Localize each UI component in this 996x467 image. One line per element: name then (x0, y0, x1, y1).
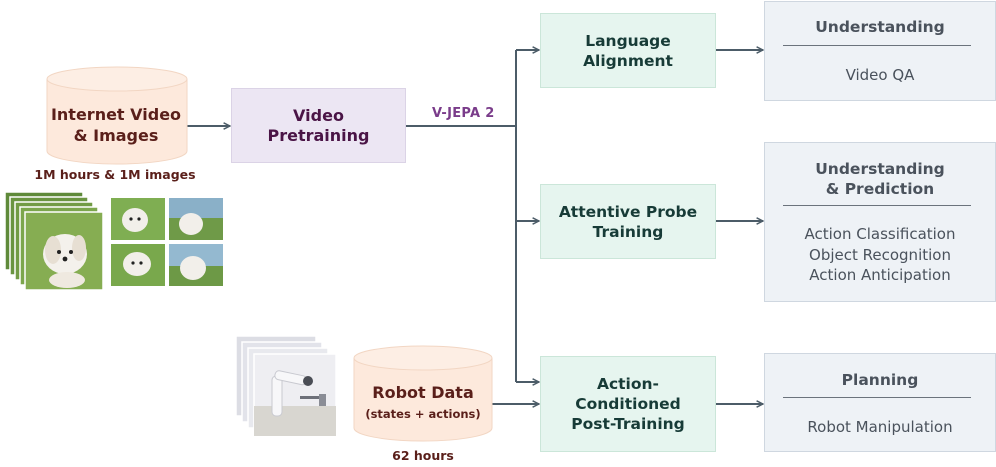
language-alignment-box: Language Alignment (540, 13, 716, 88)
understanding-prediction-box: Understanding & Prediction Action Classi… (764, 142, 996, 302)
robot-data-caption: 62 hours (392, 448, 454, 463)
robot-data-sublabel: (states + actions) (365, 407, 481, 421)
image-grid (111, 198, 223, 286)
internet-data-label: Internet Video & Images (50, 105, 182, 145)
planning-items: Robot Manipulation (765, 417, 995, 438)
planning-box: Planning Robot Manipulation (764, 353, 996, 452)
outcome-item: Object Recognition (809, 245, 951, 264)
understanding-prediction-title: Understanding & Prediction (815, 160, 945, 198)
understanding-title: Understanding (815, 18, 945, 36)
outcome-item: Action Classification (804, 225, 956, 243)
vjepa2-label: V-JEPA 2 (432, 106, 495, 121)
outcome-item: Robot Manipulation (807, 418, 953, 436)
understanding-divider (783, 45, 971, 46)
planning-divider (783, 397, 971, 398)
robot-data-label: Robot Data (372, 383, 474, 402)
internet-data-caption: 1M hours & 1M images (34, 167, 196, 182)
understanding-prediction-divider (783, 205, 971, 206)
understanding-items: Video QA (765, 65, 995, 86)
attentive-probe-training-box: Attentive Probe Training (540, 184, 716, 259)
frame-stack (5, 192, 104, 291)
robot-frames-illustration (236, 336, 337, 437)
understanding-prediction-items: Action Classification Object Recognition… (765, 224, 995, 286)
action-conditioned-post-training-box: Action- Conditioned Post-Training (540, 356, 716, 452)
understanding-box: Understanding Video QA (764, 1, 996, 101)
robot-data-cylinder (353, 345, 493, 442)
outcome-item: Video QA (845, 66, 915, 84)
planning-title: Planning (841, 371, 919, 389)
internet-data-cylinder (46, 66, 188, 165)
outcome-item: Action Anticipation (809, 266, 951, 284)
video-frames-illustration (5, 192, 223, 291)
video-pretraining-box: Video Pretraining (231, 88, 406, 163)
